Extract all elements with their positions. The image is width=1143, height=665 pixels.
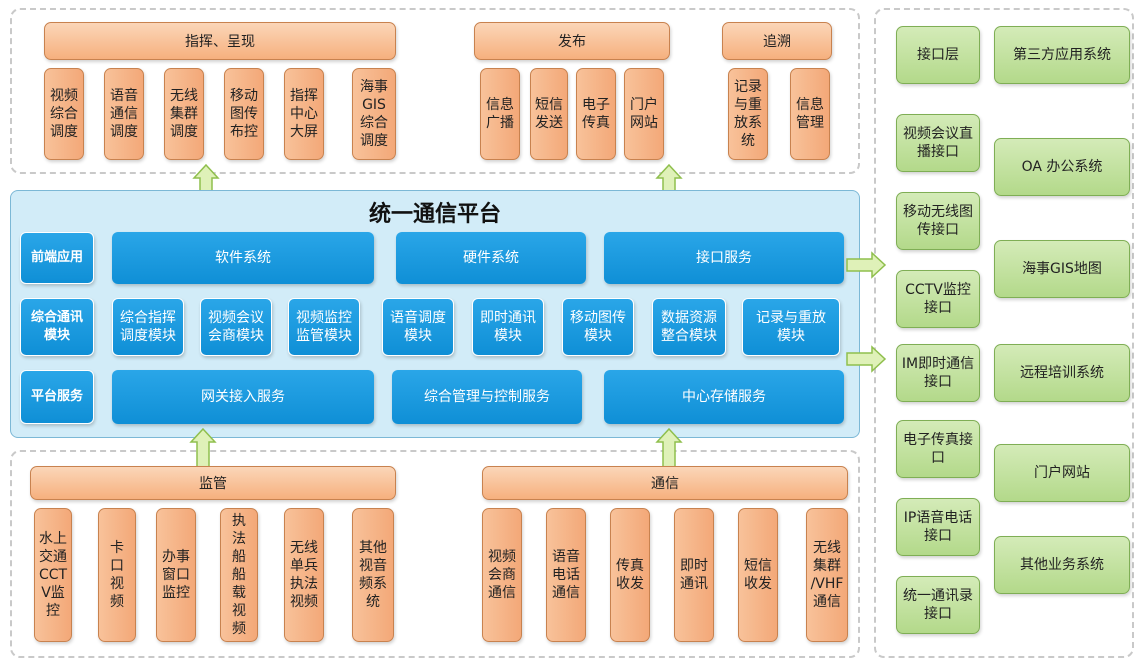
interface-item: CCTV监控 接口 [896, 270, 980, 328]
tongxin-header: 通信 [482, 466, 848, 500]
app-system: 门户网站 [994, 444, 1130, 502]
zhihui-item: 移动 图传 布控 [224, 68, 264, 160]
jianguan-item: 无线 单兵 执法 视频 [284, 508, 324, 642]
zhihui-item: 语音 通信 调度 [104, 68, 144, 160]
interface-item: IP语音电话 接口 [896, 498, 980, 556]
app-system: 海事GIS地图 [994, 240, 1130, 298]
jianguan-item: 其他 视音 频系 统 [352, 508, 394, 642]
zhihui-item: 无线 集群 调度 [164, 68, 204, 160]
row-label-front: 前端应用 [20, 232, 94, 284]
jianguan-item: 水上 交通 CCT V监 控 [34, 508, 72, 642]
interface-item: 电子传真接 口 [896, 420, 980, 478]
app-system: OA 办公系统 [994, 138, 1130, 196]
tongxin-item: 视频 会商 通信 [482, 508, 522, 642]
module-box: 即时通讯 模块 [472, 298, 544, 356]
top-group-frame [10, 8, 860, 174]
module-box: 移动图传 模块 [562, 298, 634, 356]
row-label-modules: 综合通讯 模块 [20, 298, 94, 356]
zhuisu-header: 追溯 [722, 22, 832, 60]
module-box: 视频会议 会商模块 [200, 298, 272, 356]
module-box: 语音调度 模块 [382, 298, 454, 356]
interface-item: 移动无线图 传接口 [896, 192, 980, 250]
gateway-access-service: 网关接入服务 [112, 370, 374, 424]
app-system: 远程培训系统 [994, 344, 1130, 402]
app-system: 第三方应用系统 [994, 26, 1130, 84]
module-box: 记录与重放 模块 [742, 298, 840, 356]
interface-item: 统一通讯录 接口 [896, 576, 980, 634]
fabu-item: 信息 广播 [480, 68, 520, 160]
platform-title: 统一通信平台 [368, 202, 501, 227]
right-arrow-icon [846, 345, 887, 373]
jianguan-item: 卡 口 视 频 [98, 508, 136, 642]
right-arrow-icon [846, 251, 887, 279]
bottom-group-frame [10, 450, 860, 658]
fabu-item: 短信 发送 [530, 68, 568, 160]
zhuisu-item: 记录 与重 放系 统 [728, 68, 768, 160]
zhihui-item: 海事 GIS 综合 调度 [352, 68, 396, 160]
fabu-header: 发布 [474, 22, 670, 60]
tongxin-item: 语音 电话 通信 [546, 508, 586, 642]
zhihui-item: 指挥 中心 大屏 [284, 68, 324, 160]
interface-layer-header: 接口层 [896, 26, 980, 84]
fabu-item: 电子 传真 [576, 68, 616, 160]
software-system: 软件系统 [112, 232, 374, 284]
tongxin-item: 传真 收发 [610, 508, 650, 642]
management-control-service: 综合管理与控制服务 [392, 370, 582, 424]
jianguan-item: 办事 窗口 监控 [156, 508, 196, 642]
jianguan-header: 监管 [30, 466, 396, 500]
jianguan-item: 执 法 船 船 载 视 频 [220, 508, 258, 642]
interface-item: IM即时通信 接口 [896, 344, 980, 402]
tongxin-item: 即时 通讯 [674, 508, 714, 642]
hardware-system: 硬件系统 [396, 232, 586, 284]
tongxin-item: 短信 收发 [738, 508, 778, 642]
zhihui-header: 指挥、呈现 [44, 22, 396, 60]
interface-item: 视频会议直 播接口 [896, 114, 980, 172]
row-label-services: 平台服务 [20, 370, 94, 424]
tongxin-item: 无线 集群 /VHF 通信 [806, 508, 848, 642]
central-storage-service: 中心存储服务 [604, 370, 844, 424]
module-box: 视频监控 监管模块 [288, 298, 360, 356]
app-system: 其他业务系统 [994, 536, 1130, 594]
right-group-frame [874, 8, 1134, 658]
zhihui-item: 视频 综合 调度 [44, 68, 84, 160]
fabu-item: 门户 网站 [624, 68, 664, 160]
zhuisu-item: 信息 管理 [790, 68, 830, 160]
interface-service: 接口服务 [604, 232, 844, 284]
module-box: 数据资源 整合模块 [652, 298, 726, 356]
module-box: 综合指挥 调度模块 [112, 298, 184, 356]
